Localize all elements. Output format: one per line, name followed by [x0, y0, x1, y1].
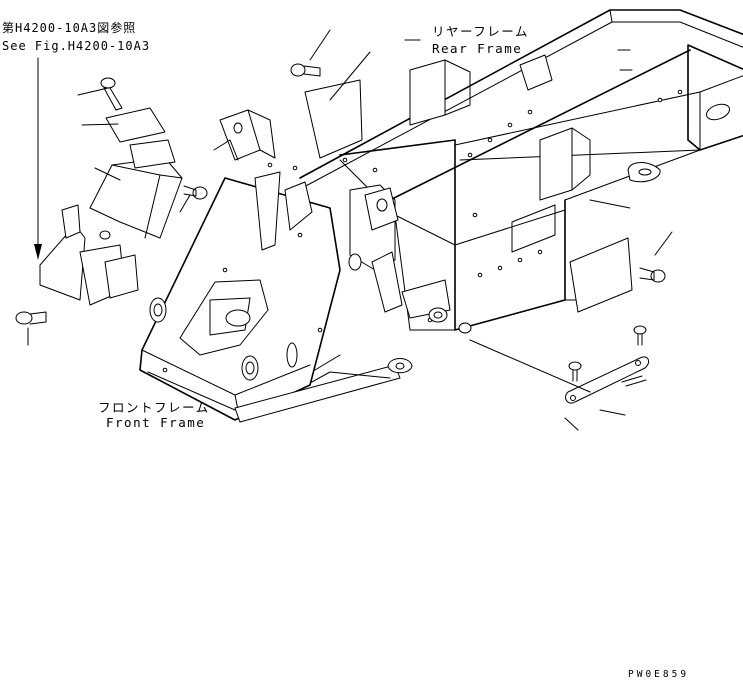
- front-frame-label-jp: フロントフレーム: [98, 400, 210, 415]
- rear-frame: [299, 9, 743, 331]
- pin-icon: [568, 361, 582, 382]
- bolt-icon: [100, 77, 123, 111]
- right-parts: [564, 237, 666, 431]
- rear-frame-label-jp: リヤーフレーム: [432, 24, 529, 39]
- bolt-icon: [639, 267, 666, 283]
- top-centre-parts: [290, 63, 363, 159]
- pin-icon: [633, 325, 647, 346]
- bolt-icon: [183, 185, 208, 200]
- reference-arrow: [34, 57, 42, 260]
- bolt-icon: [290, 63, 321, 77]
- reference-label-jp: 第H4200-10A3図参照: [2, 20, 136, 35]
- rear-frame-label-en: Rear Frame: [432, 41, 522, 56]
- front-frame-label-en: Front Frame: [106, 415, 205, 430]
- left-parts: [15, 77, 208, 325]
- drawing-code: PW0E859: [628, 669, 689, 679]
- front-frame: [139, 109, 472, 423]
- leader-lines: [27, 29, 673, 416]
- bolt-icon: [15, 311, 47, 325]
- reference-label-en: See Fig.H4200-10A3: [2, 39, 150, 53]
